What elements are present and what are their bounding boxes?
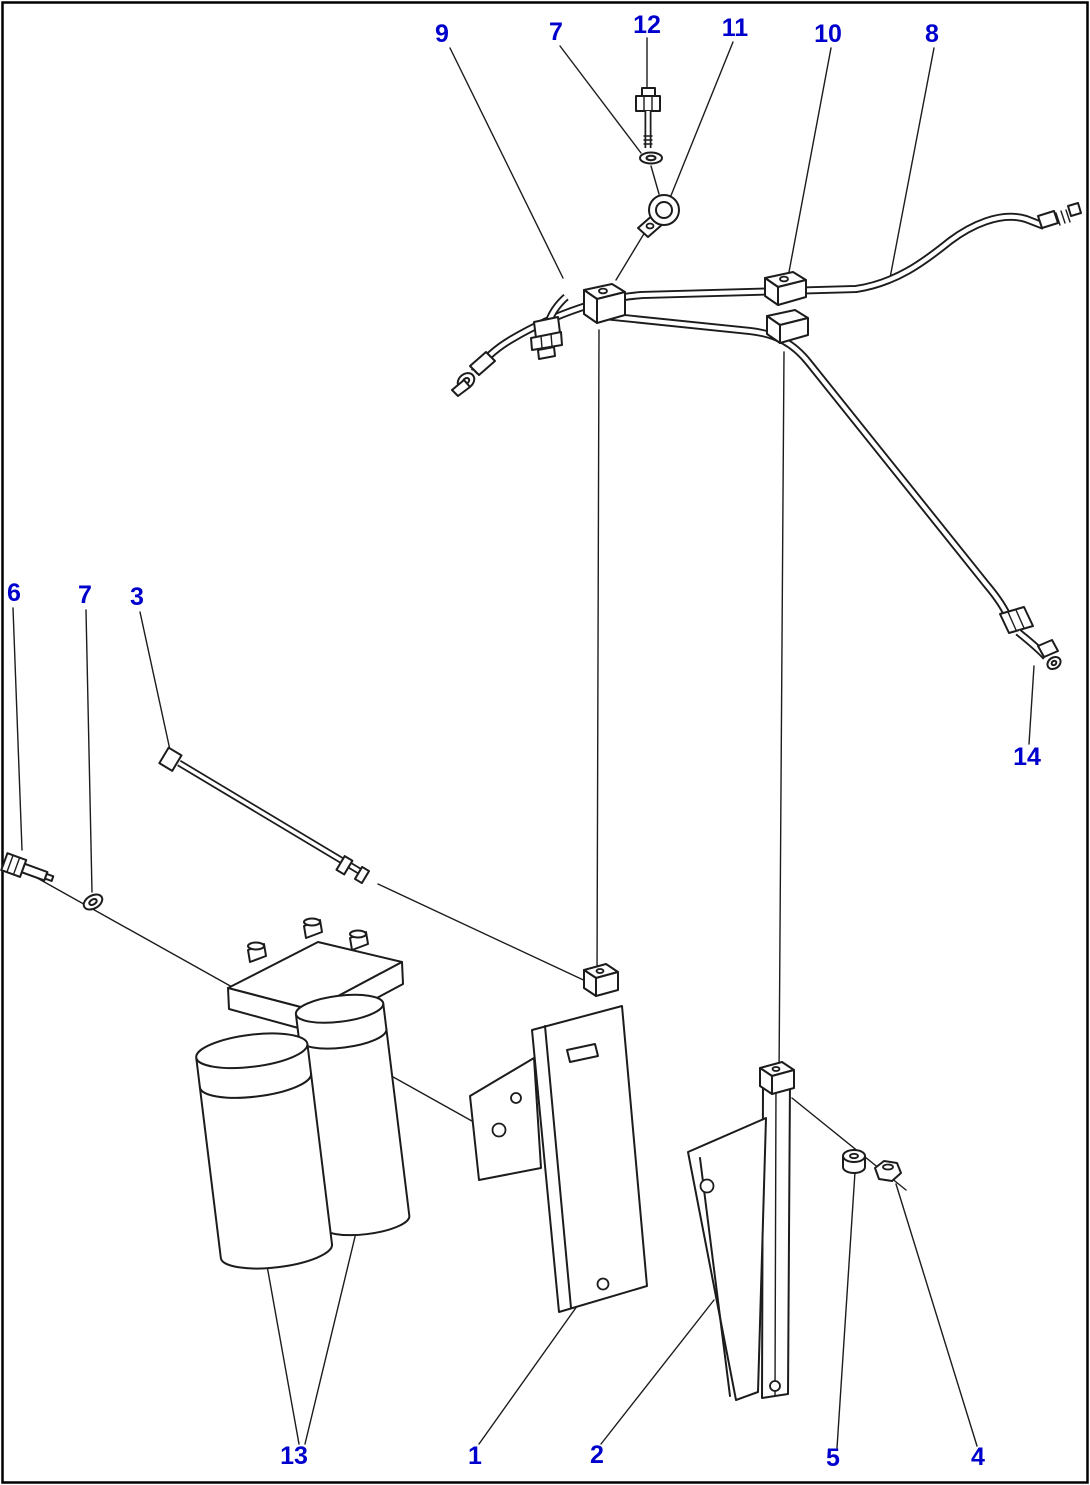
- callout-label-7-top: 7: [549, 18, 563, 46]
- tube-upper: [470, 212, 1046, 375]
- bolt-6: [0, 852, 55, 882]
- callout-label-13: 13: [280, 1442, 308, 1470]
- callout-label-10: 10: [814, 20, 842, 48]
- callout-label-6: 6: [7, 579, 21, 607]
- washer-7-top: [639, 151, 663, 165]
- callout-label-4: 4: [971, 1443, 985, 1471]
- callout-label-14: 14: [1013, 743, 1041, 771]
- callout-label-1: 1: [468, 1442, 482, 1470]
- callout-label-8: 8: [925, 20, 939, 48]
- elbow-fitting-14: [999, 606, 1062, 671]
- callout-label-11: 11: [722, 14, 749, 42]
- leader-lines: [12, 37, 1035, 1449]
- rod-3: [158, 746, 371, 885]
- hose-end-fitting-left: [451, 351, 496, 397]
- clamp-block-9: [583, 283, 626, 324]
- washer-7-left: [82, 893, 104, 911]
- callout-label-5: 5: [826, 1444, 840, 1472]
- washer-5: [842, 1149, 866, 1174]
- hose-end-fitting-top-right: [1037, 202, 1082, 229]
- callout-label-3: 3: [130, 583, 144, 611]
- support-bracket-2: [687, 1061, 795, 1401]
- hydraulic-tube-assembly: [451, 202, 1082, 671]
- callout-labels: 9 7 12 11 10 8 6 7 3 14 13 1 2 5 4: [7, 11, 1041, 1472]
- callout-label-9: 9: [435, 20, 449, 48]
- callout-label-2: 2: [590, 1441, 604, 1469]
- callout-label-7-left: 7: [78, 581, 92, 609]
- bolt-12: [635, 87, 661, 148]
- clamp-block-10: [764, 271, 809, 344]
- fuel-filter-left: [195, 1032, 334, 1270]
- nut-4: [874, 1160, 902, 1182]
- mounting-bracket-1: [469, 963, 648, 1313]
- stub-fitting: [530, 316, 563, 360]
- callout-label-12: 12: [633, 11, 661, 39]
- pipe-clamp-11: [637, 194, 680, 238]
